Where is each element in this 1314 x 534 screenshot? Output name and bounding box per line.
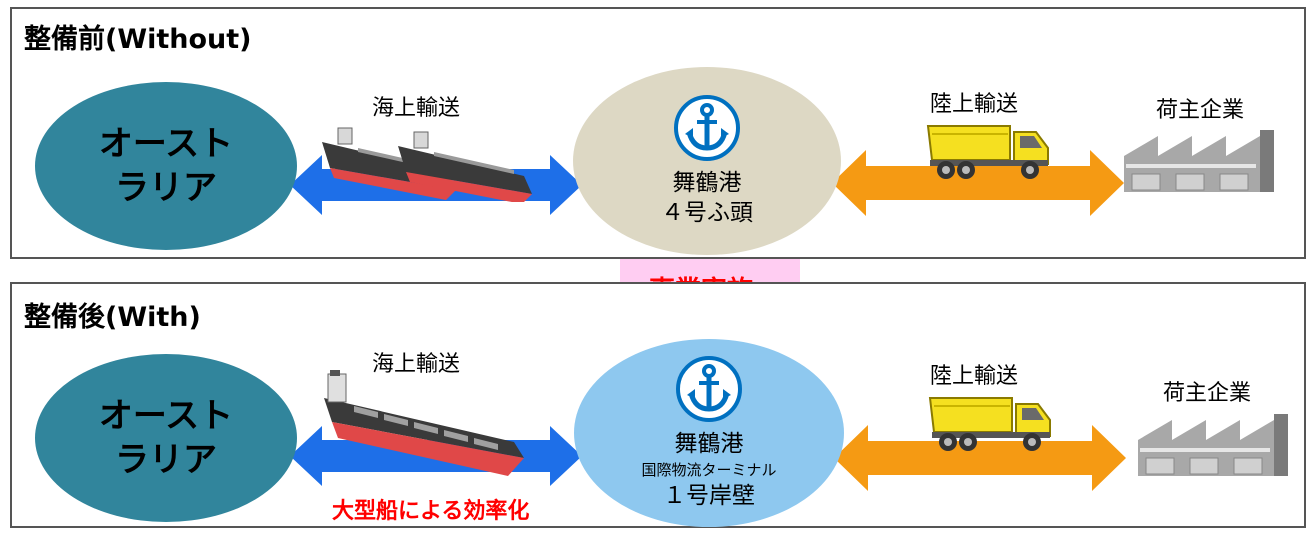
- australia-label-line1: オースト: [98, 124, 234, 164]
- shipper-label-after: 荷主企業: [1163, 381, 1252, 406]
- australia-ellipse-after: オースト ラリア: [35, 354, 297, 522]
- dump-truck-icon: [928, 397, 1051, 451]
- panel-title-after: 整備後(With): [24, 302, 201, 333]
- land-transport-label-after: 陸上輸送: [930, 364, 1019, 389]
- sea-transport-label-after: 海上輸送: [372, 352, 461, 377]
- factory-icon: [1124, 130, 1274, 192]
- effect-label: 大型船による効率化: [332, 499, 530, 524]
- port-ellipse-before: 舞鶴港 ４号ふ頭: [573, 67, 841, 255]
- ship-icon: [322, 127, 532, 202]
- shipper-label-before: 荷主企業: [1156, 98, 1245, 123]
- australia-ellipse-before: オースト ラリア: [35, 82, 297, 250]
- port-line2-before: ４号ふ頭: [661, 200, 753, 226]
- land-transport-label-before: 陸上輸送: [930, 92, 1019, 117]
- land-arrow-after: [834, 425, 1126, 491]
- sea-transport-label-before: 海上輸送: [372, 96, 461, 121]
- ship-icon: [324, 370, 524, 476]
- anchor-icon: [676, 356, 742, 422]
- australia-label-line2: ラリア: [115, 168, 217, 208]
- dump-truck-icon: [926, 125, 1049, 179]
- port-ellipse-after: 舞鶴港 国際物流ターミナル １号岸壁: [574, 339, 844, 527]
- anchor-icon: [674, 95, 740, 161]
- australia-label-line2: ラリア: [115, 440, 217, 480]
- port-name-after: 舞鶴港: [674, 431, 744, 457]
- land-arrow-before: [832, 150, 1124, 216]
- panel-title-before: 整備前(Without): [24, 24, 252, 55]
- factory-icon: [1138, 414, 1288, 476]
- port-sub-after: 国際物流ターミナル: [641, 461, 777, 479]
- australia-label-line1: オースト: [98, 396, 234, 436]
- port-line3-after: １号岸壁: [663, 483, 755, 509]
- port-name-before: 舞鶴港: [672, 170, 742, 196]
